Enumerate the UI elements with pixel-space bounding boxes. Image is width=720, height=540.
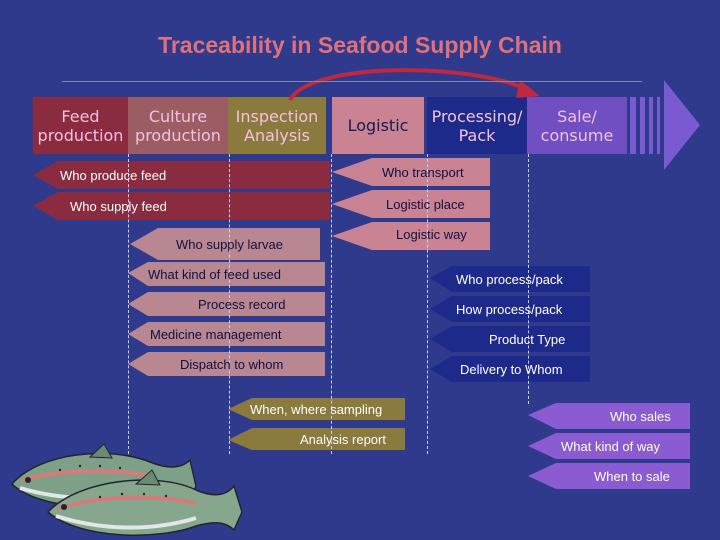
feed-item-who-supply-feed: Who supply feed [70,198,167,214]
inspection-item-analysis-report: Analysis report [300,431,386,447]
processing-shape-2 [430,326,590,352]
curved-arrow-head [516,80,540,98]
culture-shape-3 [128,322,325,346]
processing-stage-box [427,97,527,154]
culture-item-feed-used: What kind of feed used [148,266,281,282]
processing-item-how-process-pack: How process/pack [456,301,563,317]
dashed-guide-culture [229,154,230,454]
culture-stage-box [128,97,228,154]
processing-item-product-type: Product Type [489,331,566,347]
logistic-item-who-transport: Who transport [382,164,464,180]
processing-shape-3 [430,356,590,382]
stage-logistic: Logistic [347,116,409,135]
culture-item-process-record: Process record [198,296,286,312]
page-title: Traceability in Seafood Supply Chain [158,32,562,58]
culture-item-medicine-management: Medicine management [150,326,282,342]
sale-shape-2 [528,463,690,489]
feed-item-who-produce-feed: Who produce feed [60,167,167,183]
logistic-shape-1 [332,190,490,218]
dashed-guide-logistic [427,154,428,454]
logistic-stage-box [332,97,424,154]
stage-processing-pack: Processing/Pack [431,106,523,145]
logistic-item-logistic-way: Logistic way [396,226,467,242]
culture-shape-4 [128,352,325,376]
processing-shape-0 [430,266,590,292]
inspection-stage-box [228,97,326,154]
sale-item-who-sales: Who sales [610,408,671,424]
arrow-stripe [640,97,645,154]
stage-sale-consume: Sale/consume [540,106,614,145]
dashed-guide-feed [128,154,129,454]
processing-item-delivery-to-whom: Delivery to Whom [460,361,563,377]
arrow-stripe [649,97,653,154]
feed-stage-box [33,97,128,154]
culture-item-who-supply-larvae: Who supply larvae [176,236,283,252]
sale-item-what-kind-of-way: What kind of way [561,438,660,454]
culture-shape-1 [128,262,325,286]
curved-arrow [288,68,529,102]
arrow-head [664,80,700,170]
logistic-shape-0 [332,158,490,186]
feed-shape-0 [33,161,330,189]
inspection-item-when-where-sampling: When, where sampling [250,401,383,417]
logistic-item-logistic-place: Logistic place [386,196,465,212]
inspection-shape-0 [228,398,405,420]
sale-shape-0 [528,403,690,429]
sale-stage-box [527,97,627,154]
culture-shape-2 [128,292,325,316]
arrow-stripe [657,97,660,154]
culture-item-dispatch-to-whom: Dispatch to whom [180,356,284,372]
inspection-shape-1 [228,428,405,450]
sale-item-when-to-sale: When to sale [594,468,670,484]
title-underline [62,81,642,82]
arrow-stripe [630,97,636,154]
logistic-shape-2 [332,222,490,250]
sale-shape-1 [528,433,690,459]
processing-item-who-process-pack: Who process/pack [456,271,563,287]
dashed-guide-processing [528,154,529,404]
processing-shape-1 [430,296,590,322]
fish-icon [46,469,243,536]
fish-illustration [10,443,243,536]
dashed-guide-inspection [331,154,332,454]
culture-shape-0 [130,228,320,260]
feed-shape-1 [33,192,330,220]
